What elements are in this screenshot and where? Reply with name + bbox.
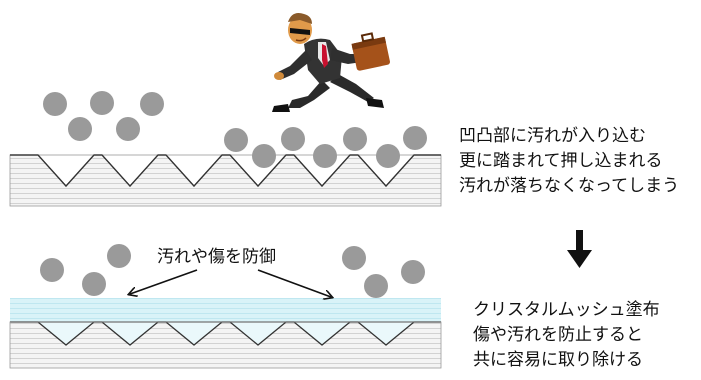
dirt-particle — [43, 92, 67, 116]
dirt-particle — [281, 127, 305, 151]
dirt-particle — [90, 91, 114, 115]
dirt-particle — [224, 128, 248, 152]
surface-body — [10, 155, 441, 206]
top-caption-line: 更に踏まれて押し込まれる — [459, 151, 663, 171]
dirt-particle — [107, 244, 131, 268]
dirt-particle — [343, 127, 367, 151]
protect-label: 汚れや傷を防御 — [157, 247, 276, 267]
dirt-particle — [376, 144, 400, 168]
bottom-caption-line: 傷や汚れを防止すると — [473, 325, 643, 345]
coating-layer — [10, 298, 441, 322]
deflect-arrow — [257, 269, 331, 297]
coated-surface — [9, 298, 442, 369]
dirt-particle — [252, 144, 276, 168]
running-businessman-icon — [272, 13, 390, 112]
dirt-particles-embedded — [224, 126, 427, 168]
dirt-particles-repelled-left — [40, 244, 131, 296]
coating-fill — [38, 322, 414, 345]
dirt-particle — [68, 117, 92, 141]
dirt-particles-repelled-right — [342, 246, 425, 298]
top-caption-line: 汚れが落ちなくなってしまう — [459, 176, 680, 196]
bottom-caption-line: クリスタルムッシュ塗布 — [473, 300, 660, 320]
deflect-arrow — [130, 269, 198, 294]
surface-body — [10, 322, 441, 368]
dirt-particle — [313, 144, 337, 168]
uncoated-surface — [9, 154, 442, 207]
dirt-particle — [403, 126, 427, 150]
dirt-particle — [40, 258, 64, 282]
deflection-arrows — [130, 269, 331, 297]
dirt-particle — [116, 117, 140, 141]
dirt-particle — [401, 260, 425, 284]
dirt-particle — [342, 246, 366, 270]
bottom-caption-line: 共に容易に取り除ける — [473, 350, 643, 370]
dirt-particle — [82, 272, 106, 296]
top-caption: 凹凸部に汚れが入り込む 更に踏まれて押し込まれる 汚れが落ちなくなってしまう — [459, 124, 679, 199]
down-arrow-icon — [567, 230, 592, 268]
bottom-caption: クリスタルムッシュ塗布 傷や汚れを防止すると 共に容易に取り除ける — [473, 298, 660, 373]
dirt-particles-falling — [43, 91, 164, 141]
dirt-particle — [364, 274, 388, 298]
dirt-particle — [140, 92, 164, 116]
top-caption-line: 凹凸部に汚れが入り込む — [459, 126, 646, 146]
